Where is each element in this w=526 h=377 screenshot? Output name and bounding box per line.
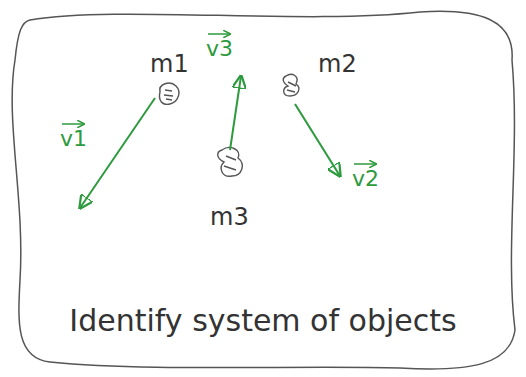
- vector-symbol: [208, 33, 230, 35]
- velocity-label: v1: [60, 128, 87, 150]
- mass-blob: [283, 74, 299, 96]
- vector-symbol: [354, 163, 376, 165]
- mass-label: m3: [210, 205, 249, 229]
- caption-text: Identify system of objects: [69, 306, 456, 336]
- mass-blob: [159, 83, 178, 104]
- vector-symbol: [62, 123, 84, 125]
- velocity-vector: [230, 76, 241, 150]
- velocity-label: v2: [352, 168, 379, 190]
- mass-label: m1: [150, 52, 189, 76]
- velocity-label: v3: [206, 38, 233, 60]
- system-boundary: [12, 11, 515, 369]
- velocity-vector: [295, 104, 340, 176]
- velocity-vector: [80, 98, 155, 208]
- mass-label: m2: [318, 52, 357, 76]
- mass-blob: [218, 148, 243, 177]
